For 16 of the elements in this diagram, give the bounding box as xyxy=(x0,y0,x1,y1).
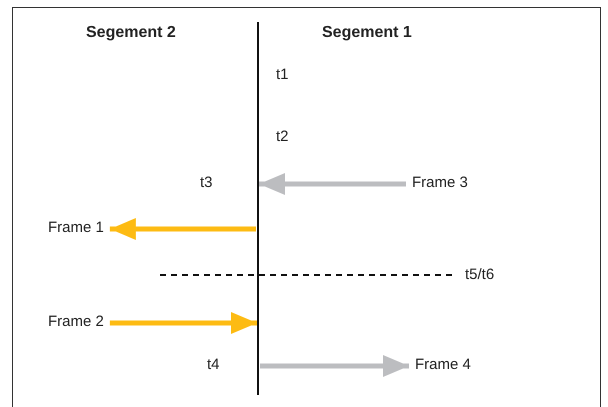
time-label: t3 xyxy=(200,174,213,192)
arrow xyxy=(110,312,257,334)
segment-heading: Segement 2 xyxy=(86,24,176,42)
arrow xyxy=(110,218,256,240)
time-label: t2 xyxy=(276,128,289,146)
segment-heading: Segement 1 xyxy=(322,24,412,42)
arrow xyxy=(260,355,409,377)
frame-label: Frame 2 xyxy=(48,313,104,331)
frame-label: Frame 1 xyxy=(48,219,104,237)
time-label: t5/t6 xyxy=(465,266,494,284)
time-label: t1 xyxy=(276,66,289,84)
arrow xyxy=(259,173,406,195)
time-label: t4 xyxy=(207,356,220,374)
timeline-bar xyxy=(257,22,259,395)
frame-label: Frame 4 xyxy=(415,356,471,374)
frame-label: Frame 3 xyxy=(412,174,468,192)
